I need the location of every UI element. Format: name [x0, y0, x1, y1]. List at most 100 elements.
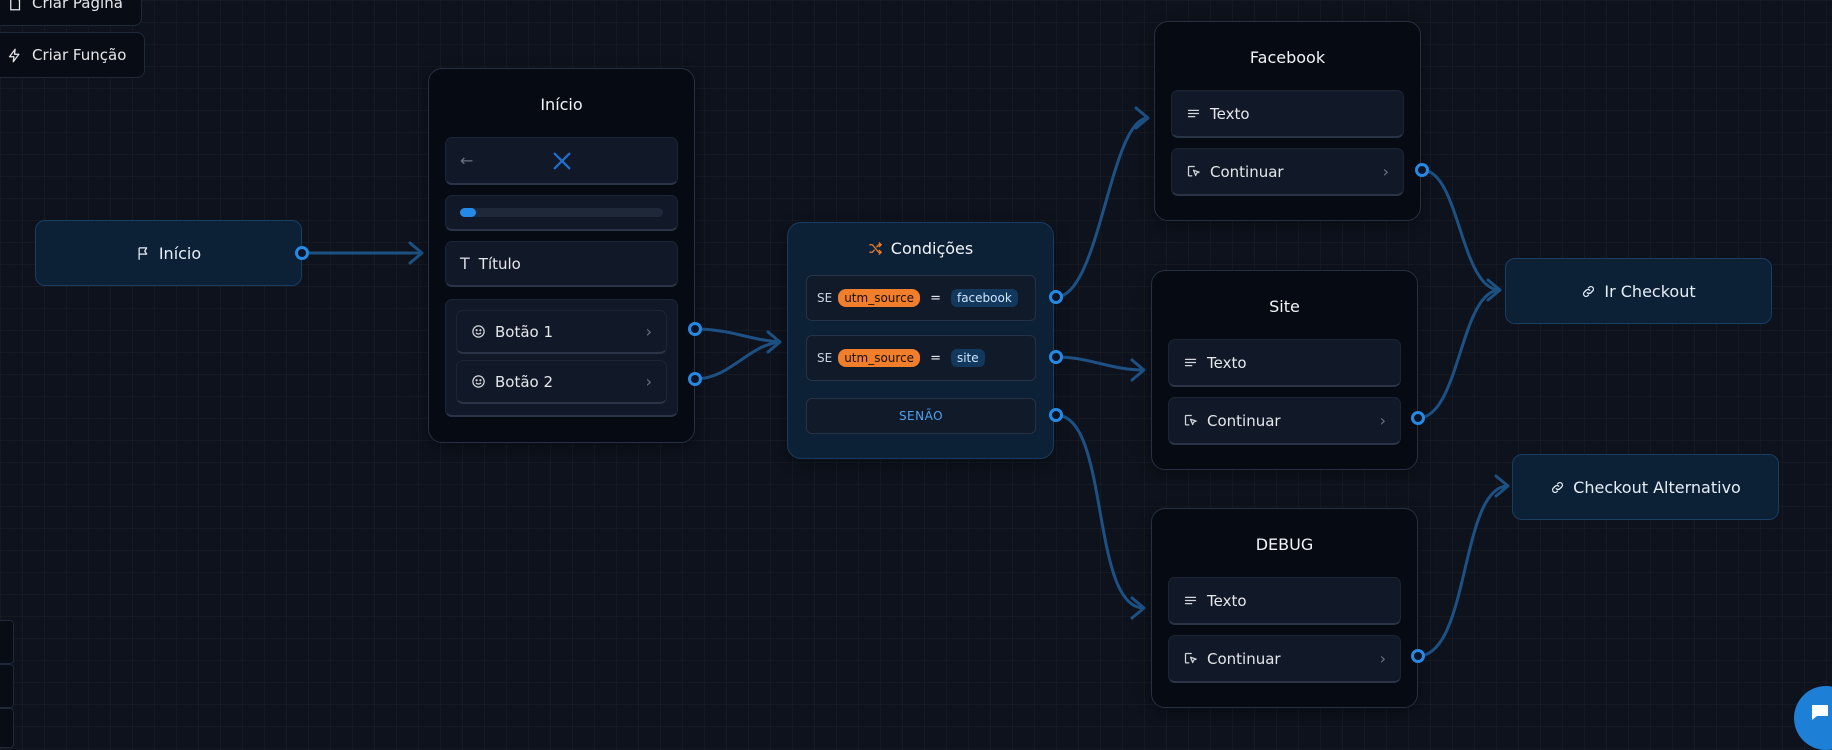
continue-component-label: Continuar [1207, 411, 1281, 430]
site-continue-component[interactable]: Continuar › [1168, 397, 1401, 445]
shuffle-icon [869, 242, 882, 255]
condition-prefix: SE [817, 351, 833, 365]
site-node-title: Site [1269, 297, 1300, 316]
chat-icon [1812, 705, 1828, 720]
facebook-node[interactable]: Facebook Texto Continuar › [1154, 21, 1421, 221]
condition-1-output-handle[interactable] [1049, 290, 1063, 304]
align-left-icon [1184, 358, 1197, 367]
chevron-right-icon: › [645, 322, 652, 341]
create-page-button[interactable]: Criar Página [0, 0, 142, 26]
buttons-component[interactable]: Botão 1 › Botão 2 › [445, 299, 678, 417]
conditions-node-title: Condições [890, 239, 974, 258]
debug-text-component[interactable]: Texto [1168, 577, 1401, 625]
cursor-click-icon [1184, 652, 1197, 664]
fit-view-control[interactable] [0, 708, 14, 748]
debug-output-handle[interactable] [1411, 649, 1425, 663]
conditions-node[interactable]: Condições SE utm_source = facebook SE ut… [787, 222, 1054, 459]
chevron-right-icon: › [1379, 411, 1386, 430]
progress-fill [460, 208, 477, 217]
title-component-label: Título [478, 254, 521, 273]
checkout-node-label: Ir Checkout [1604, 281, 1696, 301]
else-label: SENÃO [898, 409, 944, 423]
edge-site-to-checkout [1417, 288, 1501, 420]
conditions-node-header: Condições [788, 239, 1053, 258]
arrow-alt-checkout [1494, 474, 1510, 498]
align-left-icon [1187, 109, 1200, 118]
chevron-right-icon: › [1379, 649, 1386, 668]
condition-prefix: SE [817, 291, 833, 305]
edge-cond2-to-site [1055, 355, 1145, 372]
page-node-title: Início [540, 95, 583, 114]
checkout-node[interactable]: Ir Checkout [1505, 258, 1772, 324]
chevron-right-icon: › [645, 372, 652, 391]
condition-row-1[interactable]: SE utm_source = facebook [806, 275, 1036, 321]
start-node[interactable]: Início [35, 220, 302, 286]
flag-icon [138, 246, 148, 260]
create-function-label: Criar Função [32, 46, 127, 64]
button-1-item[interactable]: Botão 1 › [456, 310, 667, 354]
progress-track [460, 208, 663, 217]
arrow-checkout [1486, 278, 1502, 302]
debug-continue-component[interactable]: Continuar › [1168, 635, 1401, 683]
condition-field-tag: utm_source [838, 349, 921, 367]
debug-node-title: DEBUG [1255, 535, 1314, 554]
cursor-click-icon [1184, 414, 1197, 426]
button-1-label: Botão 1 [495, 322, 554, 341]
condition-value-tag: site [950, 349, 985, 367]
edge-debug-to-alt-checkout [1417, 484, 1509, 658]
back-arrow-icon: ← [460, 151, 474, 170]
else-row[interactable]: SENÃO [806, 398, 1036, 434]
link-icon [1552, 481, 1564, 493]
edge-cond1-to-facebook [1055, 116, 1149, 299]
edge-button1-to-conditions [694, 327, 781, 344]
x-logo-icon [553, 152, 570, 169]
site-node[interactable]: Site Texto Continuar › [1151, 270, 1418, 470]
edge-else-to-debug [1055, 413, 1145, 610]
condition-row-2[interactable]: SE utm_source = site [806, 335, 1036, 381]
edge-button2-to-conditions [694, 340, 781, 381]
condition-operator: = [930, 350, 941, 366]
start-node-label: Início [158, 243, 202, 263]
edges-layer: .edge { fill:none; stroke:#1d5184; strok… [302, 106, 1510, 658]
arrow-conditions [766, 330, 782, 354]
progress-component[interactable] [445, 195, 678, 231]
condition-value-tag: facebook [950, 289, 1018, 307]
facebook-node-title: Facebook [1249, 48, 1326, 67]
smile-icon [472, 375, 485, 388]
condition-operator: = [930, 290, 941, 306]
cursor-click-icon [1187, 165, 1200, 177]
zap-icon [8, 48, 20, 62]
condition-2-output-handle[interactable] [1049, 350, 1063, 364]
zoom-in-control[interactable] [0, 620, 14, 664]
arrow-site [1130, 358, 1146, 382]
button-2-output-handle[interactable] [688, 372, 702, 386]
condition-field-tag: utm_source [838, 289, 921, 307]
debug-node[interactable]: DEBUG Texto Continuar › [1151, 508, 1418, 708]
page-header-component[interactable]: ← [445, 137, 678, 185]
site-output-handle[interactable] [1411, 411, 1425, 425]
chevron-right-icon: › [1382, 162, 1389, 181]
facebook-continue-component[interactable]: Continuar › [1171, 148, 1404, 196]
continue-component-label: Continuar [1207, 649, 1281, 668]
button-2-item[interactable]: Botão 2 › [456, 360, 667, 404]
text-component-label: Texto [1207, 591, 1247, 610]
arrow-debug [1130, 596, 1146, 620]
file-plus-icon [10, 0, 21, 10]
smile-icon [472, 325, 485, 338]
button-1-output-handle[interactable] [688, 322, 702, 336]
facebook-text-component[interactable]: Texto [1171, 90, 1404, 138]
start-node-output-handle[interactable] [295, 246, 309, 260]
title-component[interactable]: T Título [445, 241, 678, 287]
zoom-out-control[interactable] [0, 664, 14, 708]
alt-checkout-node[interactable]: Checkout Alternativo [1512, 454, 1779, 520]
else-output-handle[interactable] [1049, 408, 1063, 422]
button-2-label: Botão 2 [495, 372, 554, 391]
align-left-icon [1184, 596, 1197, 605]
arrow-page [408, 241, 424, 265]
page-node[interactable]: Início ← T Título Botão 1 › Botão 2 › [428, 68, 695, 443]
create-page-label: Criar Página [32, 0, 123, 12]
site-text-component[interactable]: Texto [1168, 339, 1401, 387]
text-type-icon: T [460, 254, 470, 273]
create-function-button[interactable]: Criar Função [0, 32, 146, 78]
facebook-output-handle[interactable] [1415, 163, 1429, 177]
